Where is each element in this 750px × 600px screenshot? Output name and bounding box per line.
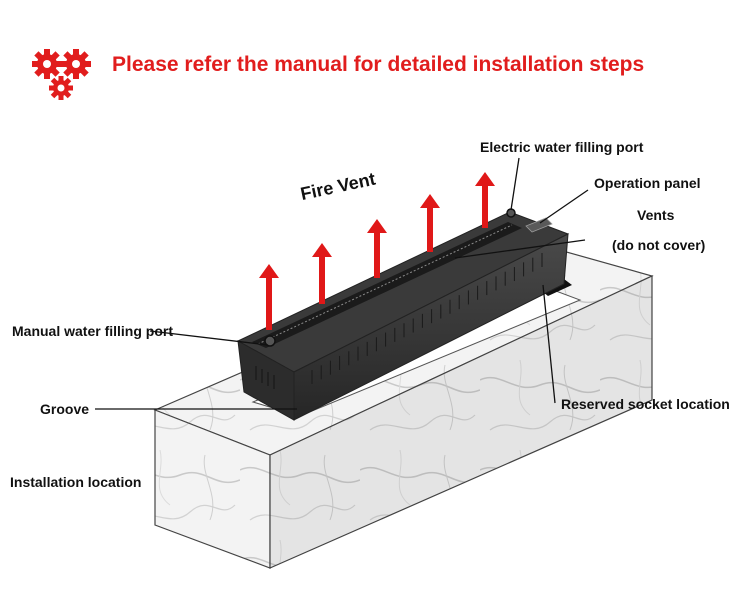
operation-panel-label: Operation panel: [594, 175, 701, 191]
electric-port: [506, 208, 516, 218]
header-title: Please refer the manual for detailed ins…: [112, 53, 645, 76]
heat-arrow: [259, 264, 279, 330]
do-not-cover-label: (do not cover): [612, 237, 706, 253]
heat-arrow: [475, 172, 495, 228]
manual-port: [264, 335, 276, 347]
operation-panel: [525, 217, 553, 233]
vents-label: Vents: [637, 207, 675, 223]
heat-arrow: [420, 194, 440, 252]
leader-lines: [95, 157, 589, 410]
electric-port-label: Electric water filling port: [480, 139, 644, 155]
groove-label: Groove: [40, 401, 90, 417]
manual-port-label: Manual water filling port: [12, 323, 174, 339]
heat-arrow: [367, 219, 387, 278]
gears-icon: [32, 49, 91, 100]
installation-location-label: Installation location: [10, 474, 142, 490]
fireplace-body: [236, 211, 570, 421]
heat-arrow: [312, 243, 332, 304]
fire-vent-slot: [252, 222, 522, 348]
reserved-socket-label: Reserved socket location: [561, 396, 730, 412]
heat-arrows: [259, 172, 495, 330]
